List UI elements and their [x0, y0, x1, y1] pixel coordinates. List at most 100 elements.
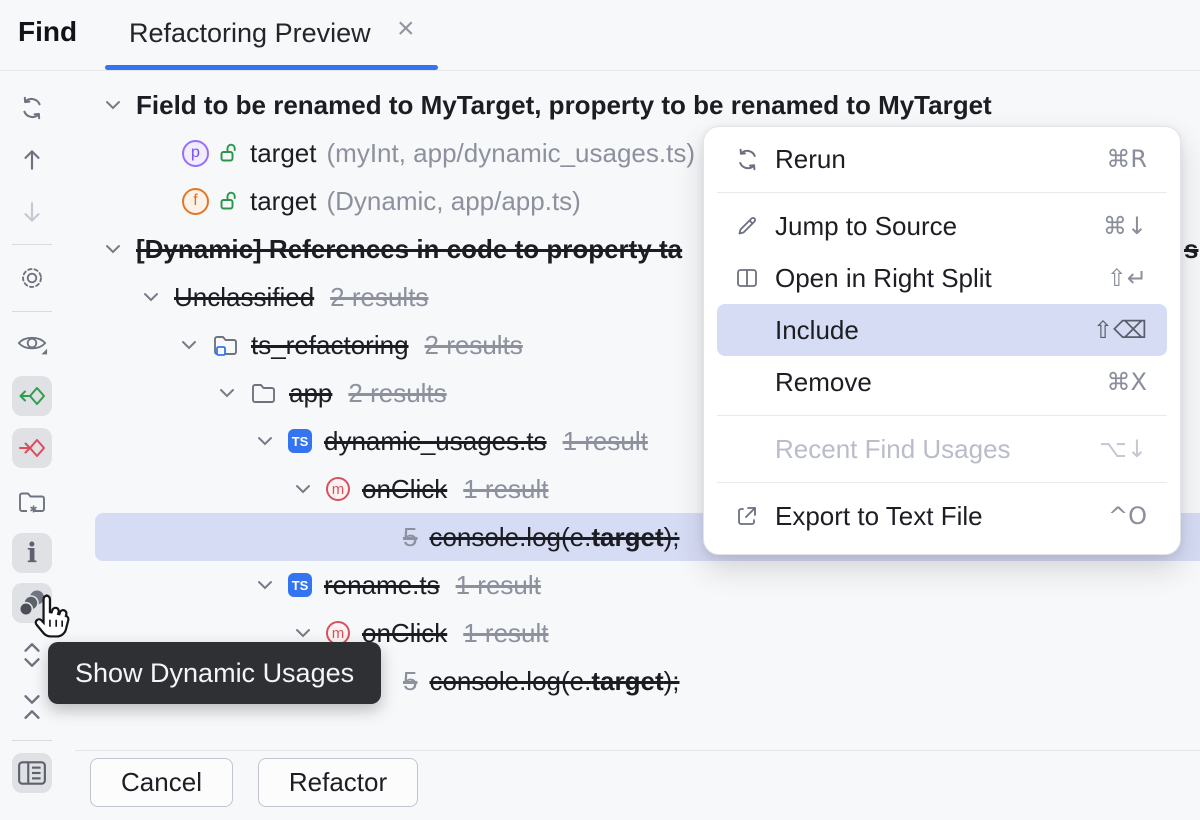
tooltip-show-dynamic-usages: Show Dynamic Usages — [48, 642, 382, 704]
menu-item-label: Rerun — [775, 143, 846, 174]
rerun-button[interactable] — [12, 88, 52, 128]
result-count: 1 result — [562, 425, 648, 456]
cancel-button[interactable]: Cancel — [90, 758, 233, 807]
menu-item-label: Export to Text File — [775, 500, 983, 531]
line-number: 5 — [403, 665, 418, 696]
chevron-down-icon[interactable] — [104, 96, 122, 114]
menu-shortcut: ⌘R — [1106, 145, 1147, 173]
expand-all-icon — [21, 641, 43, 669]
pencil-icon — [733, 214, 761, 238]
collapse-all-icon — [21, 693, 43, 721]
chevron-down-icon[interactable] — [256, 432, 274, 450]
chevron-down-icon[interactable] — [294, 624, 312, 642]
code-text: ); — [663, 665, 680, 696]
refactor-button-label: Refactor — [288, 767, 388, 797]
typescript-file-icon: TS — [288, 429, 312, 453]
menu-shortcut: ⇧⌫ — [1092, 316, 1147, 344]
tree-row-unclassified[interactable]: Unclassified 2 results — [75, 273, 1200, 321]
function-icon: f — [182, 187, 209, 215]
dynamic-usages-icon — [17, 588, 47, 618]
info-icon: i — [26, 537, 38, 569]
footer-divider — [75, 750, 1200, 751]
menu-item-rerun[interactable]: Rerun ⌘R — [717, 133, 1167, 185]
tree-row-rename-file[interactable]: TS rename.ts 1 result — [75, 561, 1200, 609]
code-highlight: target — [591, 521, 664, 552]
preview-layout-button[interactable] — [12, 753, 52, 793]
header-divider — [0, 70, 1200, 71]
toolbar-separator — [12, 740, 52, 741]
previous-occurrence-button[interactable] — [12, 140, 52, 180]
tree-row-target-function[interactable]: f target (Dynamic, app/app.ts) — [75, 177, 1200, 225]
chevron-down-icon[interactable] — [142, 288, 160, 306]
menu-item-recent-find-usages[interactable]: Recent Find Usages ⌥↓ — [717, 423, 1167, 475]
method-name: onClick — [362, 473, 448, 504]
close-icon[interactable]: × — [397, 12, 415, 45]
tree-row-dynamic-usages-file[interactable]: TS dynamic_usages.ts 1 result — [75, 417, 1200, 465]
show-import-statements-button[interactable]: i — [12, 533, 52, 573]
refresh-icon — [19, 95, 45, 121]
usage-detail: (myInt, app/dynamic_usages.ts) — [326, 137, 696, 168]
cancel-button-label: Cancel — [121, 767, 202, 797]
show-read-access-button[interactable] — [12, 376, 52, 416]
preview-usages-button[interactable] — [12, 324, 52, 364]
toolbar-separator — [12, 244, 52, 245]
result-count: 2 results — [424, 329, 523, 360]
result-count: 2 results — [348, 377, 447, 408]
menu-item-export-to-text-file[interactable]: Export to Text File ^O — [717, 490, 1167, 542]
tree-row-onclick-2[interactable]: m onClick 1 result — [75, 609, 1200, 657]
property-icon: p — [182, 139, 209, 167]
tree-row-dynamic-header[interactable]: [Dynamic] References in code to property… — [75, 225, 1200, 273]
next-occurrence-button[interactable] — [12, 192, 52, 232]
menu-item-label: Remove — [775, 366, 872, 397]
menu-separator — [717, 192, 1167, 193]
menu-item-open-in-right-split[interactable]: Open in Right Split ⇧↵ — [717, 252, 1167, 304]
active-tab-underline — [105, 65, 438, 70]
expand-all-button[interactable] — [12, 635, 52, 675]
result-count: 1 result — [455, 569, 541, 600]
menu-item-label: Recent Find Usages — [775, 433, 1011, 464]
menu-item-label: Include — [775, 314, 859, 345]
chevron-down-icon[interactable] — [256, 576, 274, 594]
tree-row-field-header[interactable]: Field to be renamed to MyTarget, propert… — [75, 81, 1200, 129]
tree-row-onclick-1[interactable]: m onClick 1 result — [75, 465, 1200, 513]
collapse-all-button[interactable] — [12, 687, 52, 727]
gear-icon — [18, 264, 46, 292]
tree-row-usage-2[interactable]: 5 console.log(e. target ); — [75, 657, 1200, 705]
module-folder-icon — [212, 333, 239, 357]
result-count: 1 result — [463, 473, 549, 504]
tree-row-target-property[interactable]: p target (myInt, app/dynamic_usages.ts) — [75, 129, 1200, 177]
tree-row-ts-refactoring[interactable]: ts_refactoring 2 results — [75, 321, 1200, 369]
chevron-down-icon[interactable] — [104, 240, 122, 258]
settings-button[interactable] — [12, 258, 52, 298]
export-icon — [733, 504, 761, 528]
arrow-up-icon — [19, 147, 45, 173]
tab-refactoring-preview[interactable]: Refactoring Preview — [129, 18, 371, 48]
tree-row-app[interactable]: app 2 results — [75, 369, 1200, 417]
menu-shortcut: ⌘X — [1106, 368, 1147, 396]
folder-icon — [250, 381, 277, 405]
chevron-down-icon[interactable] — [180, 336, 198, 354]
method-icon: m — [326, 477, 350, 501]
chevron-down-icon[interactable] — [294, 480, 312, 498]
menu-shortcut: ⌘↓ — [1102, 212, 1147, 240]
preview-panel-icon — [17, 760, 47, 786]
menu-item-include[interactable]: Include ⇧⌫ — [717, 304, 1167, 356]
show-write-access-button[interactable] — [12, 428, 52, 468]
folder-asterisk-icon — [17, 489, 47, 515]
unlock-icon — [218, 190, 240, 212]
refactor-button[interactable]: Refactor — [258, 758, 418, 807]
toolwindow-header: Find Refactoring Preview × — [0, 0, 1200, 71]
read-access-icon — [18, 385, 46, 407]
result-count: 2 results — [330, 281, 429, 312]
code-text: console.log(e. — [429, 521, 592, 552]
chevron-down-icon[interactable] — [218, 384, 236, 402]
open-in-new-tab-button[interactable] — [12, 482, 52, 522]
menu-item-remove[interactable]: Remove ⌘X — [717, 356, 1167, 408]
code-text: console.log(e. — [429, 665, 592, 696]
code-highlight: target — [591, 665, 664, 696]
menu-separator — [717, 482, 1167, 483]
toolbar-separator — [12, 311, 52, 312]
split-pane-icon — [733, 266, 761, 290]
menu-item-jump-to-source[interactable]: Jump to Source ⌘↓ — [717, 200, 1167, 252]
file-name: rename.ts — [324, 569, 440, 600]
